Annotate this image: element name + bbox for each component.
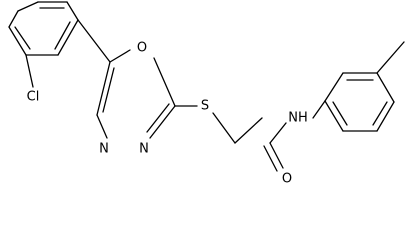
amide-nh-atom-label: NH [288, 111, 308, 126]
bond-lines [8, 1, 405, 172]
ring-nitrogen-left-atom-label: N [99, 142, 109, 157]
ring-nitrogen-right-atom-label: N [139, 142, 149, 157]
chemical-structure-diagram: Cl O N N S NH O [8, 1, 405, 187]
chlorine-atom-label: Cl [27, 90, 40, 105]
atom-labels: Cl O N N S NH O [27, 41, 308, 187]
carbonyl-oxygen-atom-label: O [282, 172, 292, 187]
sulfur-atom-label: S [201, 99, 209, 114]
ring-oxygen-atom-label: O [137, 41, 147, 56]
